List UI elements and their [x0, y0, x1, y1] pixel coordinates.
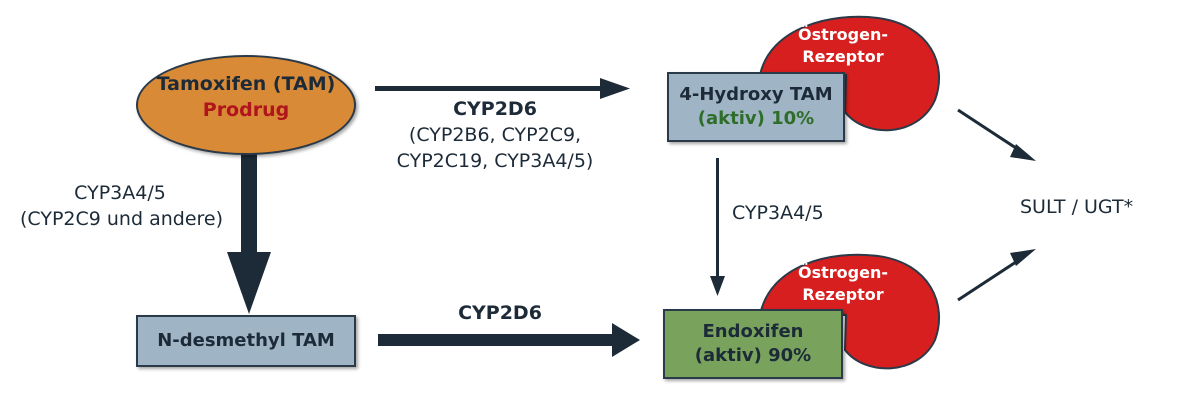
edge-label-desmethyl-to-endoxifen: CYP2D6: [458, 302, 542, 324]
edge-label-hydroxy-to-endoxifen: CYP3A4/5: [732, 202, 824, 224]
node-4-hydroxy-tam: 4-Hydroxy TAM (aktiv) 10%: [667, 72, 845, 142]
arrow-tam-to-desmethyl: [227, 148, 271, 314]
hydroxy-sub: (aktiv) 10%: [669, 107, 843, 131]
arrow-hydroxy-to-endoxifen: [710, 158, 725, 296]
endoxifen-sub: (aktiv) 90%: [694, 345, 812, 366]
desmethyl-label: N-desmethyl TAM: [157, 330, 335, 351]
hydroxy-aktiv: (aktiv) 10%: [697, 108, 815, 129]
receptor-bottom-line1: Östrogen-: [798, 263, 888, 282]
receptor-top-shape: [758, 15, 940, 132]
receptor-top-line2: Rezeptor: [802, 47, 884, 66]
arrow-hydroxy-to-sult: [957, 108, 1036, 161]
receptor-bottom-label: Östrogen- Rezeptor: [798, 262, 888, 306]
cyp2d6-main-label: CYP2D6: [453, 98, 537, 120]
prodrug-label: Prodrug: [202, 99, 290, 121]
endoxifen-label: Endoxifen: [702, 321, 804, 342]
cyp-alt-line2: CYP2C19, CYP3A4/5): [396, 150, 594, 172]
cyp2c9-label: (CYP2C9 und andere): [20, 208, 224, 230]
arrow-endoxifen-to-sult: [957, 249, 1036, 302]
cyp3a4-label: CYP3A4/5: [74, 182, 166, 204]
node-sult-ugt: SULT / UGT*: [1020, 196, 1134, 218]
cyp-alt-line1: (CYP2B6, CYP2C9,: [408, 124, 582, 146]
receptor-top-label: Östrogen- Rezeptor: [798, 24, 888, 68]
node-n-desmethyl-tam: N-desmethyl TAM: [136, 315, 356, 367]
edge-label-tam-to-desmethyl: CYP3A4/5 (CYP2C9 und andere): [20, 180, 224, 232]
edge-label-tam-to-hydroxy: CYP2D6 (CYP2B6, CYP2C9, CYP2C19, CYP3A4/…: [385, 96, 605, 174]
hydroxy-label: 4-Hydroxy TAM: [679, 84, 833, 105]
node-endoxifen: Endoxifen (aktiv) 90%: [663, 309, 843, 379]
receptor-bottom-shape: [758, 253, 940, 370]
arrow-desmethyl-to-endoxifen: [378, 323, 640, 357]
receptor-top-line1: Östrogen-: [798, 25, 888, 44]
receptor-bottom-line2: Rezeptor: [802, 285, 884, 304]
tamoxifen-label: Tamoxifen (TAM): [156, 73, 336, 95]
arrow-tam-to-hydroxy: [375, 78, 630, 99]
node-tamoxifen: Tamoxifen (TAM) Prodrug: [136, 55, 356, 155]
